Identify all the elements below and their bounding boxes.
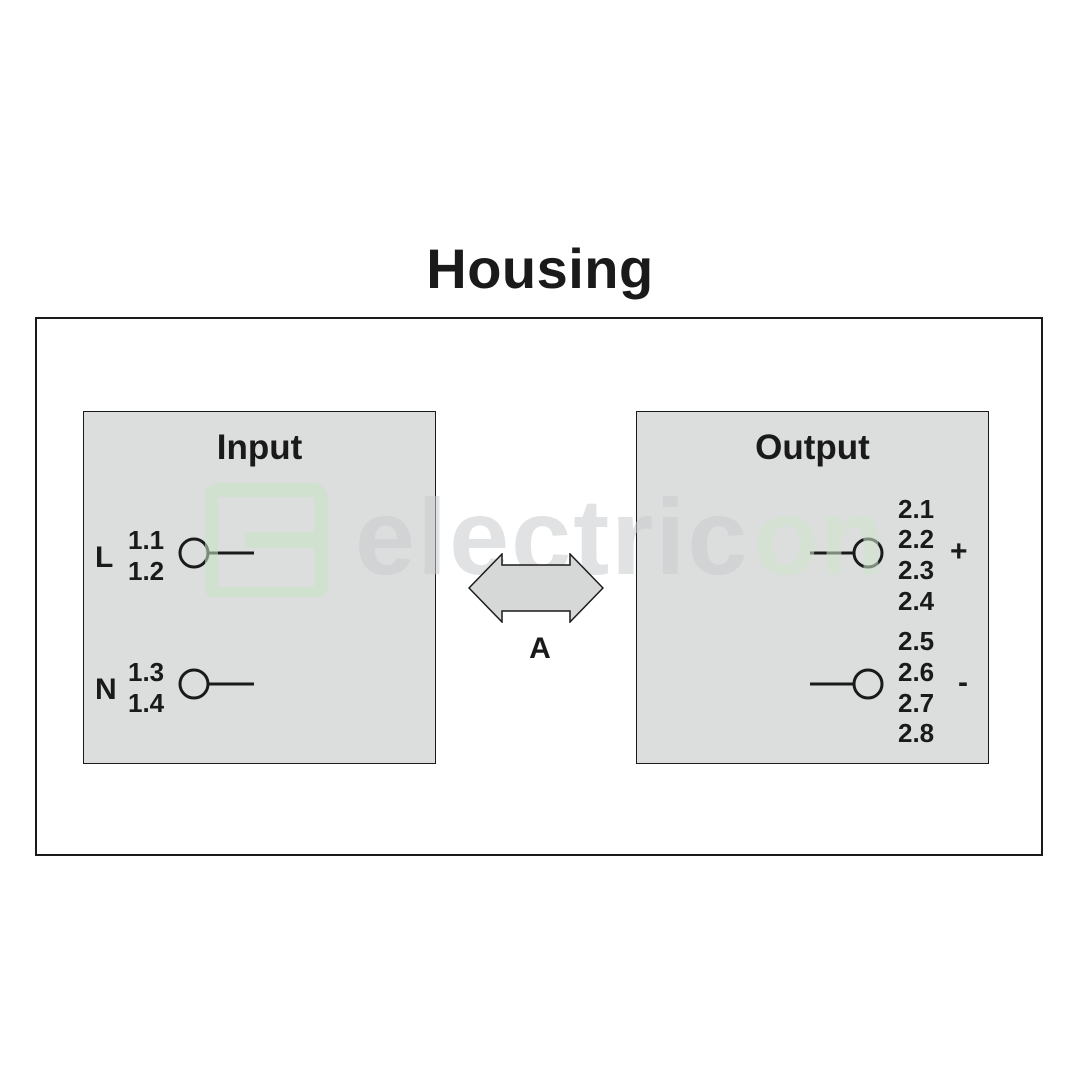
- terminal-letter-l: L: [95, 541, 114, 574]
- pin-label: 1.4: [128, 688, 165, 718]
- pin-label: 2.2: [898, 524, 935, 554]
- output-panel: Output: [636, 411, 989, 764]
- pin-label: 1.2: [128, 556, 165, 586]
- diagram-title: Housing: [426, 237, 654, 300]
- terminal-minus-connector-icon: [810, 668, 884, 700]
- terminal-letter-n: N: [95, 673, 117, 706]
- input-panel-title: Input: [216, 428, 303, 467]
- pin-label: 2.3: [898, 555, 935, 585]
- pin-label: 2.1: [898, 494, 935, 524]
- input-panel: Input: [83, 411, 436, 764]
- pin-label: 2.8: [898, 718, 935, 748]
- terminal-n-connector-icon: [178, 668, 254, 700]
- pin-label: 1.1: [128, 525, 165, 555]
- output-panel-title: Output: [755, 428, 870, 467]
- pin-label: 2.6: [898, 657, 935, 687]
- pin-label: 2.4: [898, 586, 935, 616]
- housing-frame: [35, 317, 1043, 856]
- terminal-plus-connector-icon: [810, 537, 884, 569]
- pin-label: 2.7: [898, 688, 935, 718]
- double-arrow-icon: [468, 553, 604, 623]
- polarity-plus: +: [950, 535, 968, 568]
- terminal-l-connector-icon: [178, 537, 254, 569]
- connection-label: A: [529, 632, 551, 665]
- polarity-minus: -: [958, 666, 968, 699]
- pin-label: 1.3: [128, 657, 165, 687]
- pin-label: 2.5: [898, 626, 935, 656]
